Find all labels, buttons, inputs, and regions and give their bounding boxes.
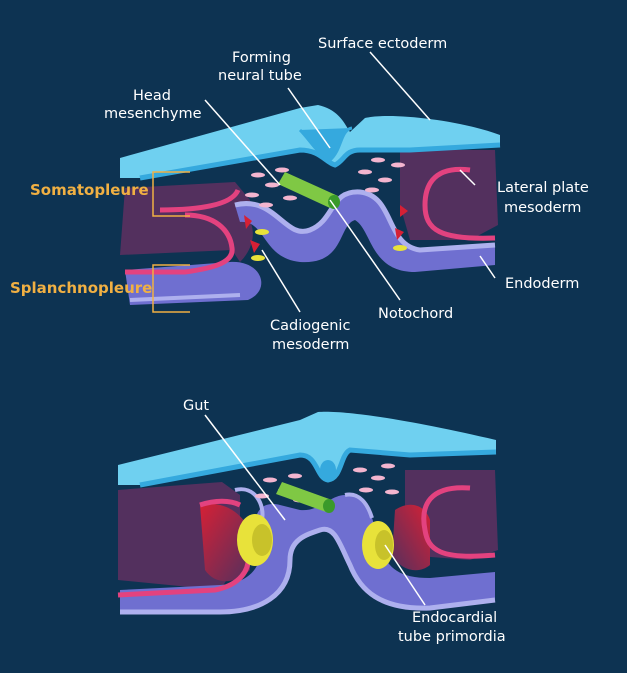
top-cardiogenic-mesoderm xyxy=(244,205,408,261)
top-notochord xyxy=(278,172,340,209)
top-mesoderm-edges xyxy=(125,166,496,275)
label-endocardial-line2: tube primordia xyxy=(398,629,506,645)
bottom-cardiogenic-right xyxy=(392,504,430,571)
label-forming-neural-tube-line1: Forming xyxy=(232,50,291,66)
somatopleure-bracket xyxy=(152,171,190,217)
bottom-endocardial-tubes xyxy=(237,514,394,569)
label-cardiogenic-line2: mesoderm xyxy=(272,337,349,353)
label-notochord: Notochord xyxy=(378,306,453,322)
label-endoderm: Endoderm xyxy=(505,276,579,292)
splanchnopleure-bracket xyxy=(152,264,190,313)
label-cardiogenic-line1: Cadiogenic xyxy=(270,318,350,334)
label-head-mesenchyme-line1: Head xyxy=(133,88,171,104)
top-leader-lines xyxy=(204,51,496,313)
label-splanchnopleure: Splanchnopleure xyxy=(10,279,152,297)
label-surface-ectoderm: Surface ectoderm xyxy=(318,36,447,52)
label-lateral-plate-line2: mesoderm xyxy=(504,200,581,216)
bottom-notochord xyxy=(276,482,335,513)
label-forming-neural-tube-line2: neural tube xyxy=(218,68,302,84)
label-head-mesenchyme-line2: mesenchyme xyxy=(104,106,202,122)
label-endocardial-line1: Endocardial xyxy=(412,610,497,626)
label-somatopleure: Somatopleure xyxy=(30,181,149,199)
label-lateral-plate-line1: Lateral plate xyxy=(497,180,589,196)
bottom-cardiogenic-left xyxy=(200,503,250,582)
top-head-mesenchyme xyxy=(245,147,405,208)
label-gut: Gut xyxy=(183,398,209,414)
top-surface-ectoderm xyxy=(120,105,501,181)
bottom-stage: Gut Endocardial tube primordia xyxy=(117,398,506,645)
top-stage: Surface ectoderm Forming neural tube Hea… xyxy=(10,36,589,353)
bottom-leader-lines xyxy=(204,414,426,606)
bottom-surface-ectoderm xyxy=(118,411,497,488)
